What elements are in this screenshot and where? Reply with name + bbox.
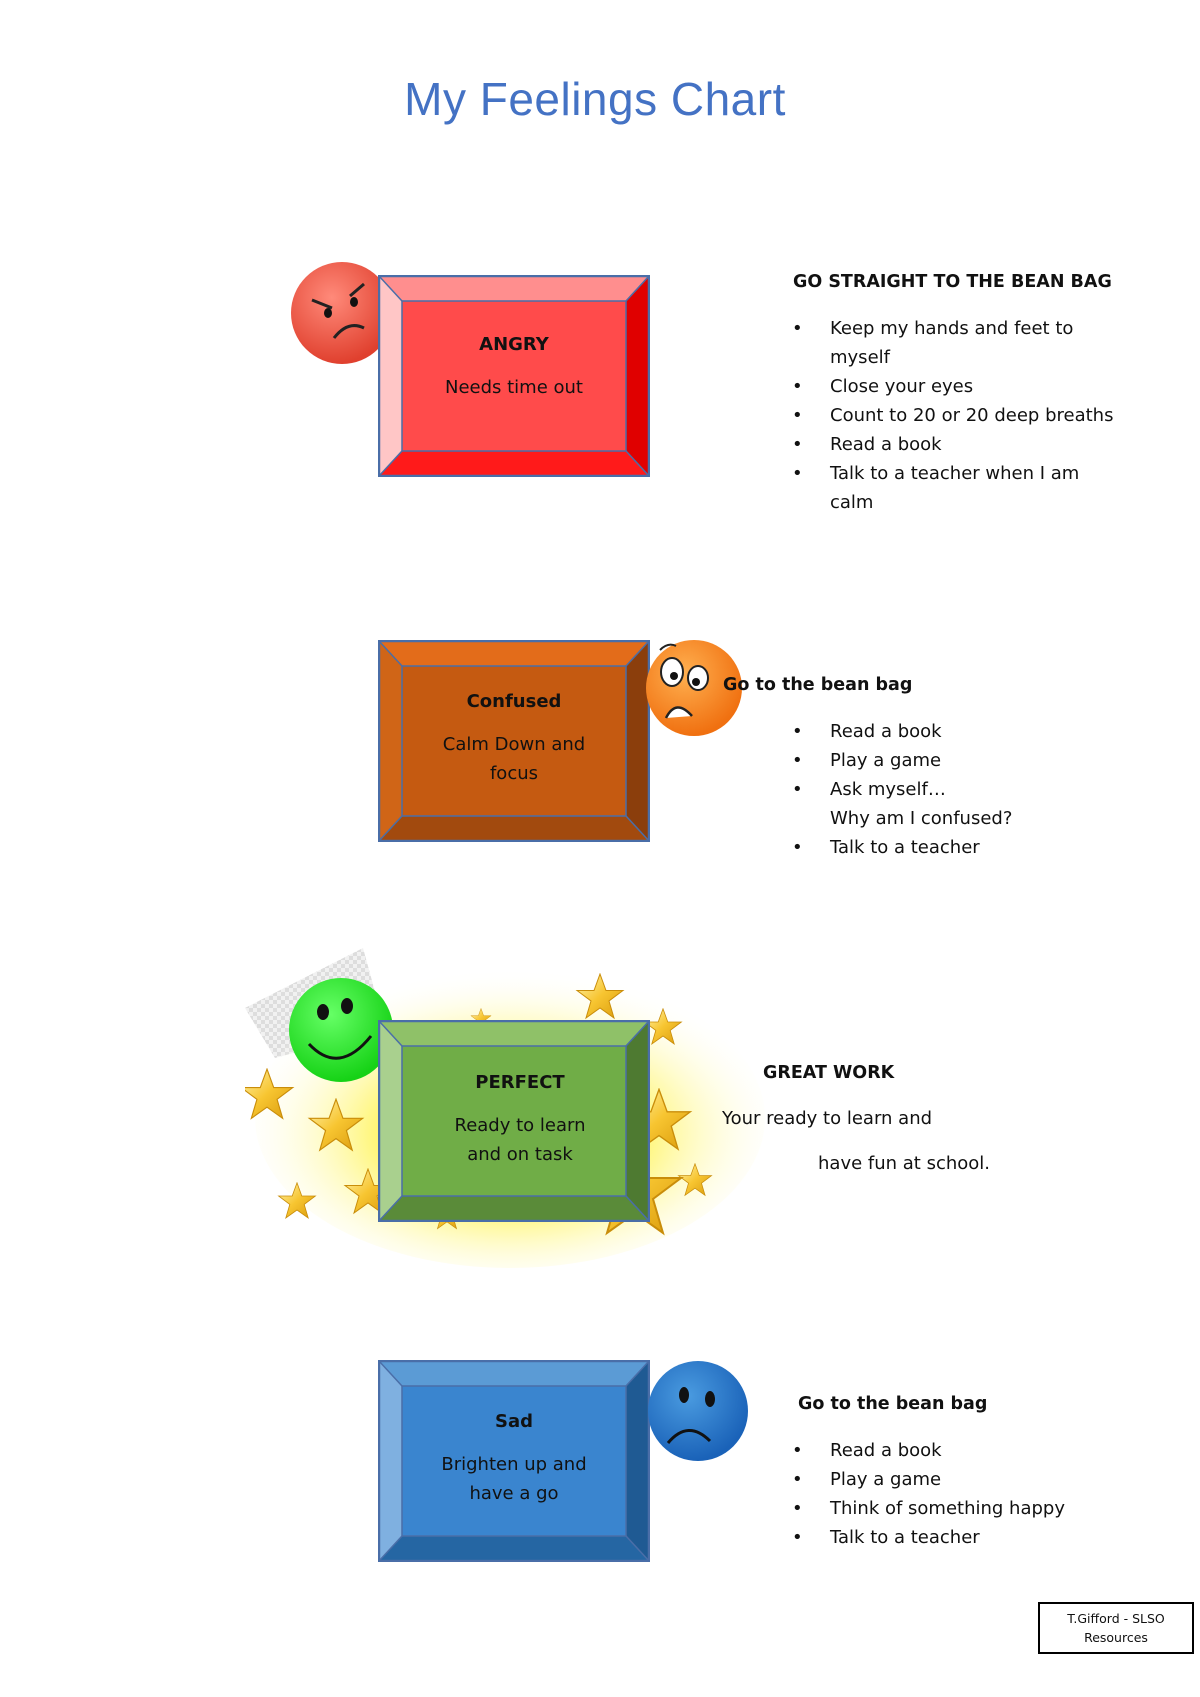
- perfect-line-2: have fun at school.: [818, 1153, 991, 1174]
- confused-side-heading: Go to the bean bag: [723, 675, 913, 695]
- angry-box-text: ANGRY Needs time out: [402, 330, 626, 402]
- list-item: Ask myself…: [790, 775, 1012, 804]
- list-item: Talk to a teacher: [790, 1523, 1065, 1552]
- angry-caption: Needs time out: [444, 377, 583, 398]
- list-item: Keep my hands and feet to: [790, 314, 1113, 343]
- sad-face-icon: [648, 1355, 748, 1471]
- confused-box: [378, 640, 650, 842]
- confused-face-icon: [646, 630, 742, 746]
- list-item: Play a game: [790, 746, 1012, 775]
- confused-box-text: Confused Calm Down and focus: [402, 687, 626, 788]
- perfect-heading: PERFECT: [475, 1072, 565, 1093]
- sad-heading: Sad: [495, 1411, 533, 1432]
- sad-box-text: Sad Brighten up and have a go: [402, 1407, 626, 1508]
- perfect-box: [378, 1020, 650, 1222]
- list-item: Close your eyes: [790, 372, 1113, 401]
- angry-face-icon: [290, 258, 396, 372]
- angry-box: [378, 275, 650, 477]
- list-item: Think of something happy: [790, 1494, 1065, 1523]
- angry-list: Keep my hands and feet to myself Close y…: [790, 314, 1113, 517]
- list-item-continued: myself: [830, 347, 890, 368]
- angry-heading: ANGRY: [479, 334, 549, 355]
- credit-box: T.Gifford - SLSO Resources: [1038, 1602, 1194, 1654]
- list-item: Read a book: [790, 1436, 1065, 1465]
- sad-list: Read a book Play a game Think of somethi…: [790, 1436, 1065, 1552]
- credit-line-1: T.Gifford - SLSO: [1067, 1611, 1165, 1626]
- perfect-caption-line1: Ready to learn: [454, 1115, 586, 1136]
- sad-caption-line1: Brighten up and: [441, 1454, 587, 1475]
- angry-side-heading: GO STRAIGHT TO THE BEAN BAG: [793, 272, 1112, 292]
- confused-heading: Confused: [466, 691, 562, 712]
- list-item: Talk to a teacher: [790, 833, 1012, 862]
- page-title: My Feelings Chart: [404, 73, 786, 125]
- sad-caption-line2: have a go: [469, 1483, 559, 1504]
- confused-caption-line2: focus: [489, 763, 539, 784]
- list-item: Talk to a teacher when I am: [790, 459, 1113, 488]
- confused-caption-line1: Calm Down and: [442, 734, 586, 755]
- list-item-continued: Why am I confused?: [830, 808, 1013, 829]
- list-item: Play a game: [790, 1465, 1065, 1494]
- happy-face-icon: [287, 976, 395, 1088]
- perfect-side-heading: GREAT WORK: [763, 1063, 895, 1083]
- list-item: Read a book: [790, 430, 1113, 459]
- perfect-line-1: Your ready to learn and: [722, 1108, 933, 1129]
- sad-box: [378, 1360, 650, 1562]
- list-item-continued: calm: [830, 492, 874, 513]
- sad-side-heading: Go to the bean bag: [798, 1394, 988, 1414]
- perfect-box-text: PERFECT Ready to learn and on task: [408, 1068, 632, 1169]
- perfect-caption-line2: and on task: [467, 1144, 573, 1165]
- confused-list: Read a book Play a game Ask myself… Why …: [790, 717, 1012, 862]
- list-item: Count to 20 or 20 deep breaths: [790, 401, 1113, 430]
- list-item: Read a book: [790, 717, 1012, 746]
- credit-line-2: Resources: [1084, 1630, 1148, 1645]
